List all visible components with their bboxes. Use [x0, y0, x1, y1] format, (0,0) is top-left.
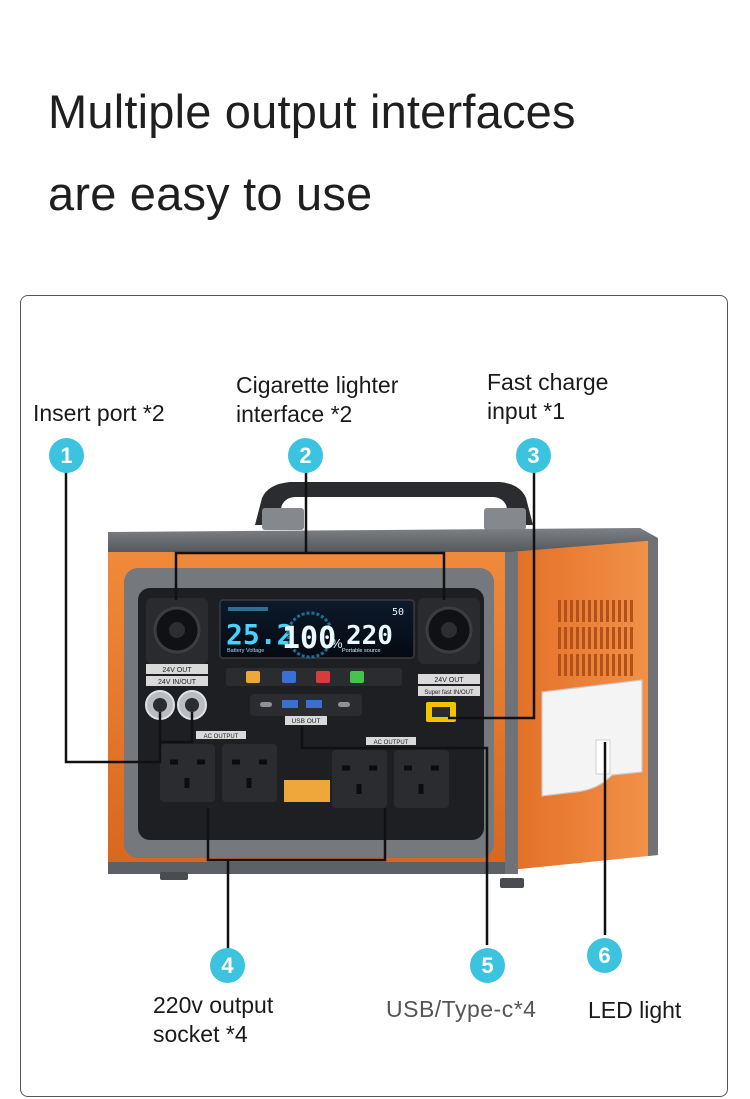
label-usb-out: USB OUT: [292, 718, 321, 725]
callout-badge-6: 6: [587, 938, 622, 973]
vent-slot: [564, 600, 567, 622]
insert-port-1: [145, 690, 175, 720]
vent-slot: [624, 654, 627, 676]
callout-lines: [64, 470, 607, 965]
lcd-top-right-value: 50: [392, 607, 404, 618]
vent-slot: [588, 600, 591, 622]
led-light-panel: [541, 679, 643, 797]
vent-slot: [564, 627, 567, 649]
callout-badge-1: 1: [49, 438, 84, 473]
vent-slot: [594, 627, 597, 649]
lcd-output-value: 220: [346, 621, 393, 651]
lcd-percent-value: 100: [282, 621, 336, 656]
label-24v-in-out-left: 24V IN/OUT: [158, 679, 197, 686]
vent-slot: [576, 600, 579, 622]
vent-slot: [558, 627, 561, 649]
vent-slot: [588, 627, 591, 649]
ac-socket-3: [332, 750, 387, 808]
vent-slot: [630, 627, 633, 649]
vent-slot: [624, 600, 627, 622]
vent-slot: [606, 627, 609, 649]
vent-slot: [558, 600, 561, 622]
callout-badge-3: 3: [516, 438, 551, 473]
label-ac-output-left: AC OUTPUT: [204, 734, 239, 740]
carry-handle: [255, 482, 533, 530]
ac-socket-2: [222, 744, 277, 802]
power-button[interactable]: [246, 671, 260, 683]
vent-slot: [570, 600, 573, 622]
lcd-battery-voltage-label: Battery Voltage: [227, 648, 264, 654]
lcd-output-label: Portable source: [342, 648, 381, 654]
vent-slot: [576, 627, 579, 649]
vent-slot: [576, 654, 579, 676]
vent-slot: [570, 627, 573, 649]
lcd-battery-voltage-value: 25.2: [226, 618, 293, 651]
vent-slot: [588, 654, 591, 676]
callout-line-4: [206, 808, 387, 965]
vent-slot: [594, 600, 597, 622]
usb-type-c-ports: USB OUT: [250, 694, 362, 725]
cigarette-socket-right: [418, 598, 480, 664]
ac-socket-1: [160, 744, 215, 802]
vent-slot: [600, 600, 603, 622]
vent-slot: [594, 654, 597, 676]
vent-slot: [618, 600, 621, 622]
callout-label-6: LED light: [588, 997, 682, 1023]
side-body: [510, 540, 658, 870]
label-24v-out-right: 24V OUT: [434, 677, 464, 684]
label-super-fast-in-out: Super fast IN/OUT: [424, 690, 474, 696]
callout-label-4: 220v output socket *4: [153, 992, 274, 1047]
vent-slot: [582, 600, 585, 622]
callout-badge-4: 4: [210, 948, 245, 983]
vent-slot: [612, 600, 615, 622]
label-24v-out-left: 24V OUT: [162, 667, 192, 674]
callout-line-2: [174, 470, 446, 600]
callout-line-5: [300, 726, 489, 945]
vent-slot: [570, 654, 573, 676]
vent-slot: [606, 600, 609, 622]
callout-label-2: Cigarette lighter interface *2: [236, 372, 399, 427]
label-ac-output-right: AC OUTPUT: [374, 740, 409, 746]
vent-slot: [582, 627, 585, 649]
ac-button[interactable]: [316, 671, 330, 683]
cigarette-socket-left: [146, 598, 208, 664]
callout-label-3: Fast charge input *1: [487, 369, 609, 424]
callout-line-1: [64, 470, 162, 764]
vent-slot: [624, 627, 627, 649]
top-lid: [108, 528, 658, 552]
usb-button[interactable]: [282, 671, 296, 683]
callout-label-1: Insert port *2: [33, 400, 165, 426]
ac-socket-4: [394, 750, 449, 808]
callout-badge-5: 5: [470, 948, 505, 983]
vent-slot: [558, 654, 561, 676]
led-button[interactable]: [350, 671, 364, 683]
vent-slot: [600, 627, 603, 649]
vent-slot: [606, 654, 609, 676]
callout-line-3: [448, 470, 536, 720]
vent-slot: [612, 654, 615, 676]
callout-label-5: USB/Type-c*4: [386, 996, 537, 1022]
vent-slot: [618, 627, 621, 649]
vent-slot: [612, 627, 615, 649]
vent-slot: [618, 654, 621, 676]
callout-badge-2: 2: [288, 438, 323, 473]
vent-slot: [600, 654, 603, 676]
headline-line-1: Multiple output interfaces: [48, 85, 576, 138]
lcd-percent-sign: %: [331, 636, 343, 651]
vent-slot: [630, 600, 633, 622]
vent-slot: [582, 654, 585, 676]
control-buttons: [226, 668, 402, 686]
vent-slot: [564, 654, 567, 676]
lcd-display: 25.2 Battery Voltage 100 % 220 Portable …: [219, 599, 415, 659]
headline-line-2: are easy to use: [48, 167, 373, 220]
brand-plate: [284, 780, 330, 802]
vent-slot: [630, 654, 633, 676]
